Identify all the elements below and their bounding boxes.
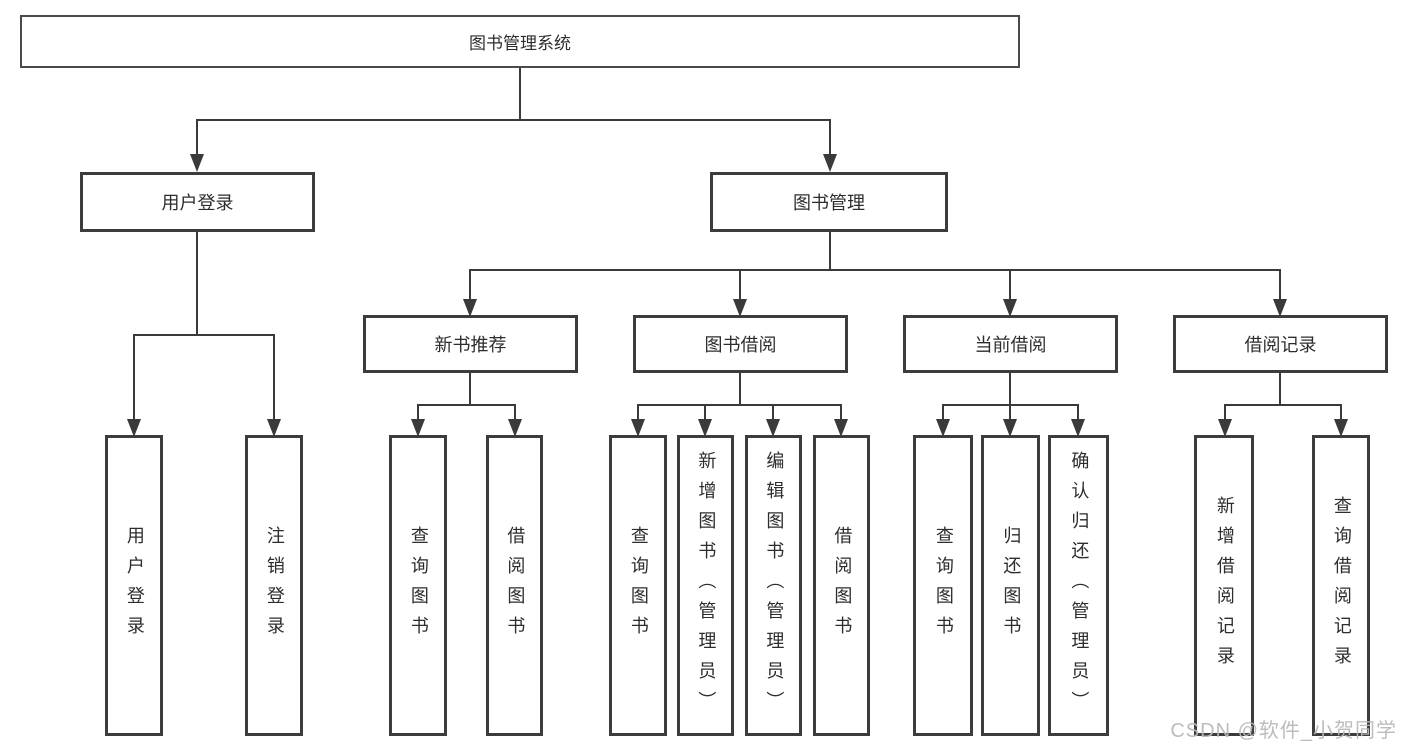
arrow-down-icon <box>508 419 522 437</box>
arrow-down-icon <box>127 419 141 437</box>
node-label: 查询图书 <box>933 525 954 646</box>
arrow-down-icon <box>733 299 747 317</box>
node-book-management: 图书管理 <box>710 172 948 232</box>
node-label: 借阅记录 <box>1244 335 1317 355</box>
node-label: 用户登录 <box>161 193 234 213</box>
node-label: 注销登录 <box>264 525 285 646</box>
node-label: 图书借阅 <box>704 335 777 355</box>
node-label: 借阅图书 <box>505 525 526 646</box>
node-label: 用户登录 <box>124 525 145 646</box>
arrow-down-icon <box>1003 299 1017 317</box>
leaf-borrow-books: 借阅图书 <box>813 435 870 736</box>
arrow-down-icon <box>463 299 477 317</box>
node-book-borrow: 图书借阅 <box>633 315 848 373</box>
leaf-user-login: 用户登录 <box>105 435 163 736</box>
leaf-query-borrow-record: 查询借阅记录 <box>1312 435 1370 736</box>
arrow-down-icon <box>823 154 837 172</box>
arrow-down-icon <box>936 419 950 437</box>
arrow-down-icon <box>1218 419 1232 437</box>
node-library-system: 图书管理系统 <box>20 15 1020 68</box>
node-label: 编辑图书（管理员） <box>764 450 785 721</box>
arrow-down-icon <box>631 419 645 437</box>
node-label: 新增借阅记录 <box>1214 495 1235 676</box>
leaf-add-book-admin: 新增图书（管理员） <box>677 435 734 736</box>
node-label: 新增图书（管理员） <box>696 450 717 721</box>
arrow-down-icon <box>1334 419 1348 437</box>
node-new-book-recommend: 新书推荐 <box>363 315 578 373</box>
node-label: 查询图书 <box>628 525 649 646</box>
node-label: 归还图书 <box>1001 525 1022 646</box>
arrow-down-icon <box>766 419 780 437</box>
node-label: 查询借阅记录 <box>1331 495 1352 676</box>
node-label: 图书管理系统 <box>469 34 571 53</box>
arrow-down-icon <box>267 419 281 437</box>
arrow-down-icon <box>834 419 848 437</box>
leaf-add-borrow-record: 新增借阅记录 <box>1194 435 1254 736</box>
leaf-query-books-recommend: 查询图书 <box>389 435 447 736</box>
arrow-down-icon <box>1003 419 1017 437</box>
leaf-return-books: 归还图书 <box>981 435 1040 736</box>
node-label: 当前借阅 <box>974 335 1047 355</box>
node-current-borrow: 当前借阅 <box>903 315 1118 373</box>
arrow-down-icon <box>411 419 425 437</box>
leaf-query-books-borrow: 查询图书 <box>609 435 667 736</box>
node-user-login: 用户登录 <box>80 172 315 232</box>
arrow-down-icon <box>1071 419 1085 437</box>
leaf-confirm-return-admin: 确认归还（管理员） <box>1048 435 1109 736</box>
node-label: 查询图书 <box>408 525 429 646</box>
arrow-down-icon <box>190 154 204 172</box>
leaf-edit-book-admin: 编辑图书（管理员） <box>745 435 802 736</box>
leaf-borrow-books-recommend: 借阅图书 <box>486 435 543 736</box>
node-borrow-records: 借阅记录 <box>1173 315 1388 373</box>
node-label: 图书管理 <box>793 193 865 213</box>
node-label: 新书推荐 <box>434 335 507 355</box>
arrow-down-icon <box>1273 299 1287 317</box>
arrow-down-icon <box>698 419 712 437</box>
node-label: 确认归还（管理员） <box>1069 450 1090 721</box>
leaf-query-books-current: 查询图书 <box>913 435 973 736</box>
node-label: 借阅图书 <box>832 525 853 646</box>
leaf-logout: 注销登录 <box>245 435 303 736</box>
